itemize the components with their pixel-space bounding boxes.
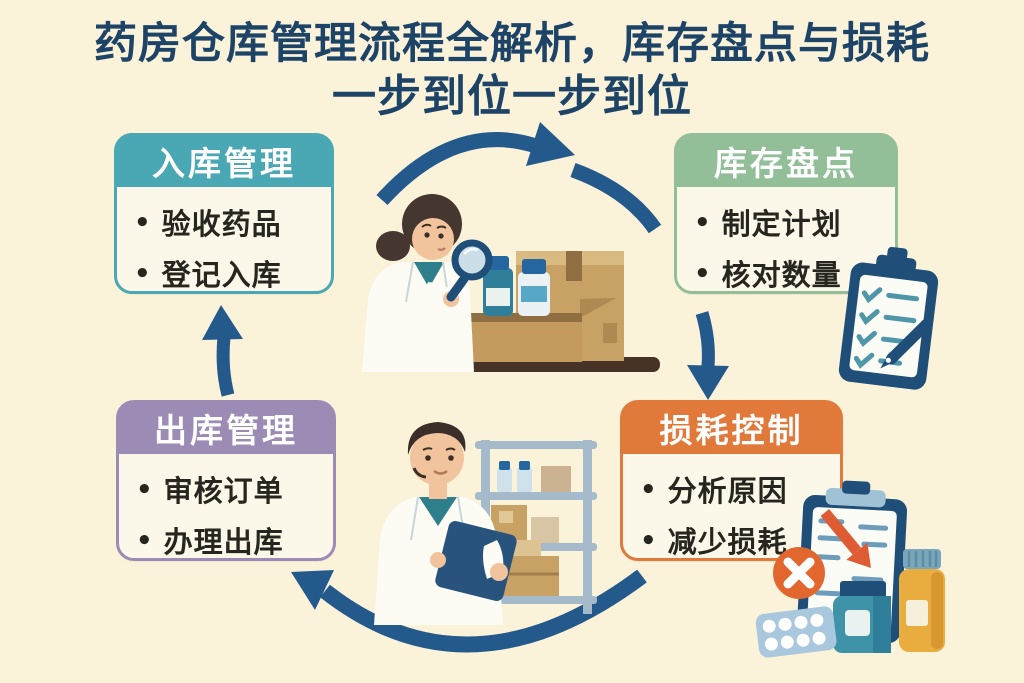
shelf-icon (475, 440, 597, 614)
arrowhead-right-icon (526, 122, 575, 166)
shirt (419, 497, 457, 526)
hand (443, 291, 459, 307)
cycle-arrow-left-up (202, 305, 243, 397)
bullet-icon: • (134, 207, 152, 238)
bullet-icon: • (640, 525, 658, 556)
pharmacist-man (374, 422, 517, 625)
arrowhead-down-icon (687, 365, 729, 400)
table (428, 357, 660, 372)
eye (425, 455, 431, 461)
sleeve (483, 540, 504, 579)
process-box-inventory-items: • 制定计划 • 核对数量 (677, 186, 895, 298)
arrowhead-upleft-icon (291, 570, 334, 610)
process-box-outbound-items: • 审核订单 • 办理出库 (119, 453, 333, 565)
bullet-icon: • (136, 525, 154, 556)
process-box-outbound: 出库管理 • 审核订单 • 办理出库 (116, 400, 336, 561)
hair-bun (376, 231, 410, 261)
list-item: • 验收药品 (134, 196, 331, 247)
list-item: • 分析原因 (640, 463, 840, 514)
shelf-stock (491, 461, 571, 596)
checkmark-icons (853, 287, 883, 369)
hair (407, 422, 466, 455)
process-box-inbound-items: • 验收药品 • 登记入库 (117, 186, 331, 298)
list-item: • 登记入库 (134, 247, 331, 298)
list-item: • 核对数量 (694, 247, 895, 298)
list-item-label: 办理出库 (163, 524, 284, 559)
list-item-label: 分析原因 (667, 473, 788, 508)
mouth (433, 469, 448, 475)
shirt (414, 262, 444, 288)
process-box-outbound-title: 出库管理 (118, 402, 334, 454)
mouth (437, 247, 446, 251)
receiving-inspection-illustration (362, 194, 660, 372)
cardboard-box-icon (516, 251, 624, 361)
process-box-loss-control-title: 损耗控制 (622, 402, 841, 454)
list-item-label: 审核订单 (163, 473, 284, 508)
list-item-label: 减少损耗 (667, 524, 788, 559)
pharmacist-woman (362, 194, 493, 372)
list-item-label: 登记入库 (161, 257, 282, 292)
process-box-inventory: 库存盘点 • 制定计划 • 核对数量 (674, 133, 898, 294)
hair (402, 194, 462, 254)
magnifier-icon (451, 239, 493, 281)
list-item: • 减少损耗 (640, 514, 840, 565)
process-box-inbound: 入库管理 • 验收药品 • 登记入库 (114, 133, 334, 294)
bullet-icon: • (134, 258, 152, 289)
amber-bottle-icon (899, 549, 945, 652)
pen-icon (880, 319, 932, 369)
checklist-lines (878, 292, 920, 366)
face (412, 218, 454, 260)
cycle-arrow-bottom (291, 569, 647, 653)
arrowhead-up-icon (202, 305, 243, 340)
outbound-check-illustration (374, 422, 597, 625)
title-line-1: 药房仓库管理流程全解析，库存盘点与损耗 (94, 19, 930, 69)
magnifier-handle (446, 274, 469, 302)
pill-blister-icon (755, 606, 837, 658)
list-item: • 审核订单 (136, 463, 333, 514)
lab-coat (362, 262, 474, 372)
hand (490, 563, 508, 581)
process-box-loss-control: 损耗控制 • 分析原因 • 减少损耗 (620, 400, 843, 561)
infographic-title: 药房仓库管理流程全解析，库存盘点与损耗 一步到位一步到位 (0, 18, 1024, 124)
face (410, 431, 464, 485)
bullet-icon: • (694, 207, 712, 238)
list-item-label: 核对数量 (721, 257, 842, 292)
bullet-icon: • (640, 474, 658, 505)
eye (438, 233, 444, 239)
list-item: • 办理出库 (136, 514, 333, 565)
lab-coat (374, 497, 503, 625)
cycle-arrow-right-down (687, 311, 729, 400)
hand (430, 552, 446, 568)
process-box-inbound-title: 入库管理 (116, 135, 332, 187)
title-line-2: 一步到位一步到位 (332, 71, 692, 123)
medicine-vial-icon (483, 256, 513, 316)
list-item-label: 制定计划 (721, 206, 842, 241)
medicine-jar-icon (833, 581, 891, 653)
eye (424, 232, 430, 238)
beard-line (412, 467, 427, 479)
sleeve (388, 540, 442, 578)
eye (448, 455, 454, 461)
list-item-label: 验收药品 (161, 206, 282, 241)
medicine-bottle-icon (518, 259, 550, 316)
open-box-icon (416, 298, 616, 362)
cycle-arrow-top (376, 122, 662, 234)
process-box-inventory-title: 库存盘点 (676, 135, 896, 187)
bullet-icon: • (694, 258, 712, 289)
tablet-icon (435, 521, 517, 601)
process-box-loss-control-items: • 分析原因 • 减少损耗 (623, 453, 840, 565)
bullet-icon: • (136, 474, 154, 505)
sleeve (422, 282, 457, 312)
list-item: • 制定计划 (694, 196, 895, 247)
